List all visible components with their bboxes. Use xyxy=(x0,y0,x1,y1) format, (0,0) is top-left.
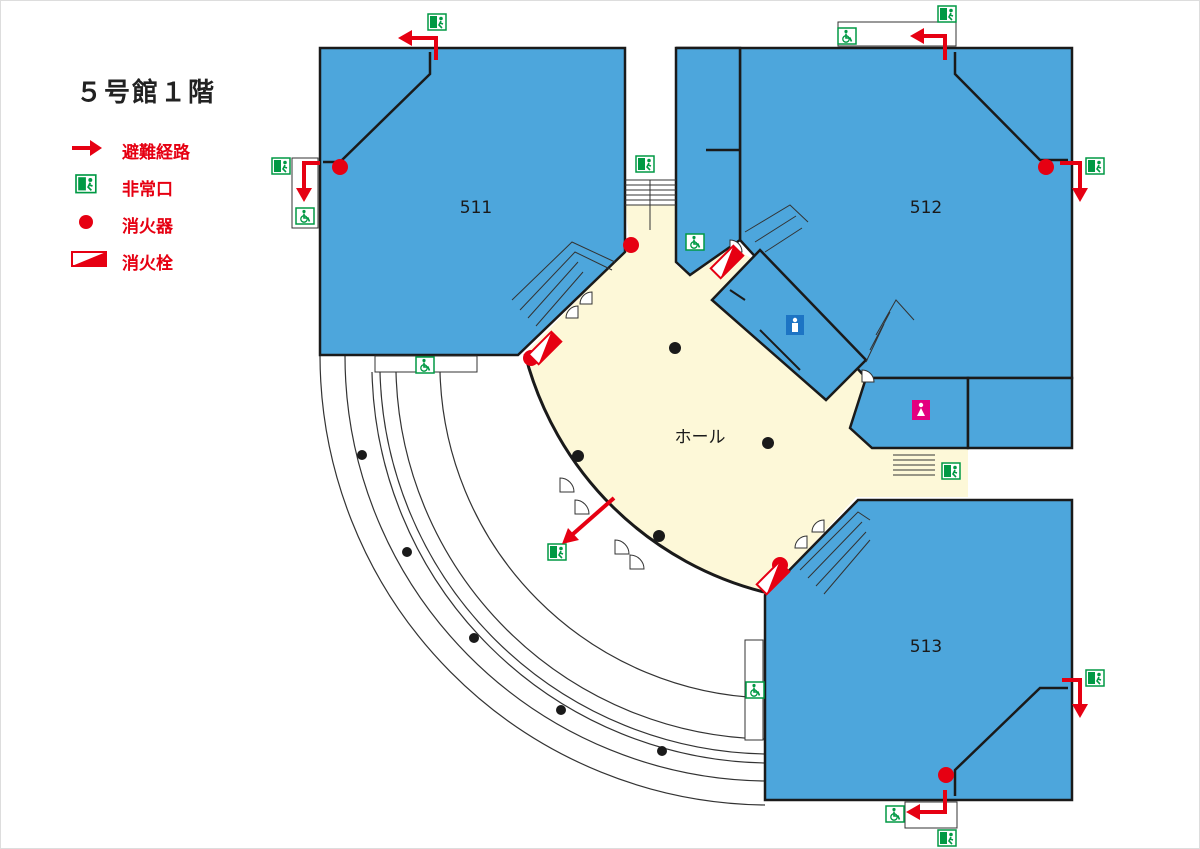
male-restroom-icon xyxy=(786,315,804,335)
evacuation-arrowheads xyxy=(296,28,1088,820)
stairs xyxy=(511,179,935,595)
fire-hydrant-icon xyxy=(527,244,791,596)
fire-hydrant-icon xyxy=(71,251,107,267)
outer-walkway xyxy=(319,355,766,806)
storage-room-2 xyxy=(966,376,1074,450)
legend-label-fire-extinguisher: 消火器 xyxy=(122,217,173,237)
emergency-exit-icon xyxy=(75,174,97,194)
hall-area xyxy=(525,205,968,593)
room-label-511: 511 xyxy=(459,198,493,218)
female-restroom-room xyxy=(848,376,970,450)
legend-label-fire-hydrant: 消火栓 xyxy=(122,254,173,274)
room-label-513: 513 xyxy=(909,637,943,657)
legend-label-emergency-exit: 非常口 xyxy=(122,180,173,200)
room-511 xyxy=(318,46,627,357)
hall-label: ホール xyxy=(674,427,726,448)
walkway-columns xyxy=(357,450,667,756)
evacuation-arrow-icon xyxy=(72,140,102,156)
hall-curved-wall xyxy=(523,353,769,595)
storage-room xyxy=(674,46,742,277)
doors xyxy=(559,239,875,570)
legend-label-evacuation-route: 避難経路 xyxy=(122,143,190,163)
room-label-512: 512 xyxy=(909,198,943,218)
fire-extinguisher-icon xyxy=(79,215,93,229)
evacuation-arrow-icon xyxy=(302,34,1082,814)
map-title: ５号館１階 xyxy=(76,78,217,108)
female-restroom-icon xyxy=(912,400,930,420)
hall-columns xyxy=(572,342,774,542)
